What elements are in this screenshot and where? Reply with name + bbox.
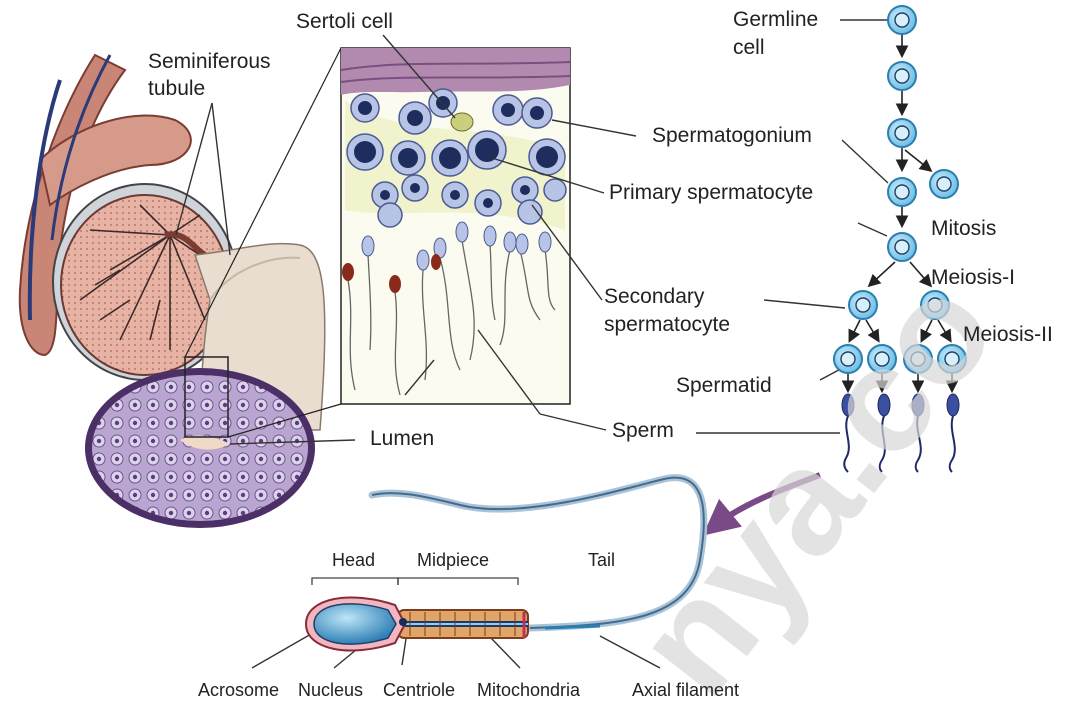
label-mitosis: Mitosis	[931, 217, 996, 241]
label-mitochondria: Mitochondria	[477, 680, 580, 700]
diagram-canvas: nya.co Sertoli cell Seminiferous tubule …	[0, 0, 1067, 703]
label-secondary: Secondary	[604, 285, 704, 309]
label-nucleus: Nucleus	[298, 680, 363, 700]
label-head: Head	[332, 550, 375, 570]
label-meiosis-2: Meiosis-II	[963, 323, 1053, 347]
label-centriole: Centriole	[383, 680, 455, 700]
label-sertoli-cell: Sertoli cell	[296, 10, 393, 34]
label-acrosome: Acrosome	[198, 680, 279, 700]
label-spermatid: Spermatid	[676, 374, 772, 398]
brackets	[312, 578, 518, 585]
label-secondary-spermatocyte: spermatocyte	[604, 313, 730, 337]
label-midpiece: Midpiece	[417, 550, 489, 570]
label-lumen: Lumen	[370, 427, 434, 451]
label-axial-filament: Axial filament	[632, 680, 739, 700]
label-primary-spermatocyte: Primary spermatocyte	[609, 181, 813, 205]
label-sperm: Sperm	[612, 419, 674, 443]
label-tubule: tubule	[148, 77, 205, 101]
label-tail: Tail	[588, 550, 615, 570]
label-seminiferous: Seminiferous	[148, 50, 271, 74]
label-meiosis-1: Meiosis-I	[931, 266, 1015, 290]
tissue-panel	[341, 48, 570, 404]
label-spermatogonium: Spermatogonium	[652, 124, 812, 148]
label-germline: Germline	[733, 8, 818, 32]
label-germline-cell: cell	[733, 36, 765, 60]
